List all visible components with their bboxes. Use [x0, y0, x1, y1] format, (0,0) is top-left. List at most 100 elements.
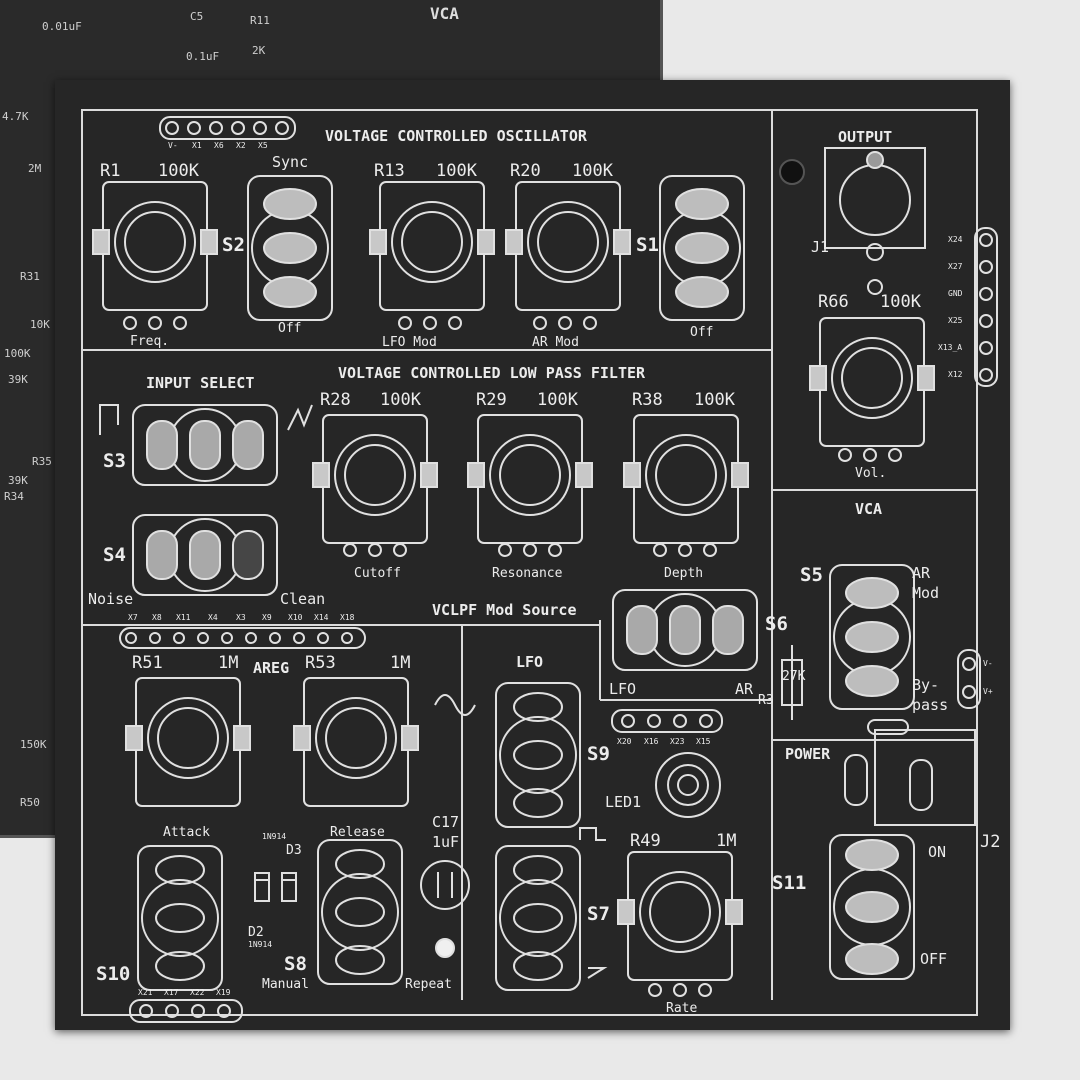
section-title-areg: AREG	[253, 659, 290, 677]
capacitor-c17-ref: C17	[432, 813, 460, 831]
bg-vca-label: VCA	[430, 4, 459, 23]
horizontal-switch-footprints	[132, 404, 758, 671]
header-power	[957, 649, 981, 709]
switch-s5-ref: S5	[800, 564, 823, 586]
bg-label: 10K	[30, 318, 50, 331]
bg-label: R31	[20, 270, 40, 283]
header-vclpf-pin: X4	[208, 613, 218, 622]
header-output-pin: X13_A	[938, 343, 963, 352]
pot-r66	[809, 317, 935, 447]
bg-label: R35	[32, 455, 52, 468]
pot-r29-caption: Resonance	[492, 566, 563, 581]
pot-r29-ref: R29	[476, 390, 507, 410]
pot-r66-caption: Vol.	[855, 466, 887, 481]
header-vco-pin: X1	[192, 141, 202, 150]
mounting-hole	[779, 159, 805, 185]
pot-r1-value: 100K	[158, 161, 199, 181]
pin-headers	[119, 116, 998, 1023]
waveform-icons	[99, 404, 608, 979]
sawtooth-wave-icon	[287, 404, 313, 431]
header-vclpf-pin: X14	[314, 613, 329, 622]
header-vclpf-pin: X8	[152, 613, 162, 622]
switch-s7	[495, 845, 581, 991]
header-vco-pin: X6	[214, 141, 224, 150]
pot-r66-value: 100K	[880, 292, 921, 312]
pot-r49	[617, 851, 743, 981]
switch-s6	[612, 589, 758, 671]
pot-r49-caption: Rate	[666, 1001, 698, 1016]
bg-label: R34	[4, 490, 24, 503]
header-output-pin: X24	[948, 235, 963, 244]
pot-r1-ref: R1	[100, 161, 121, 181]
section-title-mod-source: VCLPF Mod Source	[432, 601, 577, 619]
pot-r28-caption: Cutoff	[354, 566, 401, 581]
header-output-pin: X12	[948, 370, 963, 379]
header-power-pin: V-	[983, 659, 993, 668]
label-power: POWER	[785, 745, 831, 763]
switch-s1	[659, 175, 745, 321]
diode-d2-ref: D2	[248, 925, 264, 940]
pot-r13-ref: R13	[374, 161, 405, 181]
switch-s2	[247, 175, 333, 321]
toggle-switch-footprints	[137, 175, 915, 991]
pot-r38	[623, 414, 749, 544]
led1-ref: LED1	[605, 793, 642, 811]
switch-s2-caption: Off	[278, 321, 302, 336]
header-vco-pin: X5	[258, 141, 268, 150]
switch-s6-left: LFO	[609, 680, 637, 698]
header-vclpf-pin: X9	[262, 613, 272, 622]
switch-s3-ref: S3	[103, 450, 126, 472]
pot-r38-ref: R38	[632, 390, 663, 410]
sine-wave-icon	[434, 694, 476, 716]
bg-label: C5	[190, 10, 204, 23]
resistor-r3-ref: R3	[758, 693, 774, 708]
bg-label: 0.01uF	[42, 20, 82, 33]
switch-s11	[829, 834, 915, 980]
capacitor-c17	[420, 860, 470, 958]
header-lfo-pin: X15	[696, 737, 711, 746]
switch-s6-right: AR	[735, 680, 754, 698]
lfo-square-wave-icon	[579, 827, 606, 841]
section-title-lfo: LFO	[516, 653, 544, 671]
header-lfo	[611, 709, 723, 733]
header-output-pin: GND	[948, 289, 963, 298]
header-areg-pin: X19	[216, 988, 231, 997]
jack-j2-ref: J2	[980, 832, 1001, 852]
pot-r1	[92, 181, 218, 311]
bg-label: 0.1uF	[186, 50, 220, 63]
switch-s5-top: AR	[912, 564, 931, 582]
switch-s7-ref: S7	[587, 903, 610, 925]
header-output-pin: X25	[948, 316, 963, 325]
pot-r20-caption: AR Mod	[532, 335, 579, 350]
bg-label: 100K	[4, 347, 31, 360]
header-vclpf-pin: X18	[340, 613, 355, 622]
section-title-input-select: INPUT SELECT	[146, 374, 255, 392]
header-output-pin: X27	[948, 262, 963, 271]
pot-r53-ref: R53	[305, 653, 336, 673]
pot-r1-caption: Freq.	[130, 334, 170, 349]
jack-j1-ref: J1	[811, 238, 830, 256]
pot-r13-value: 100K	[436, 161, 477, 181]
pot-r13	[369, 181, 495, 311]
pot-r20-ref: R20	[510, 161, 541, 181]
diode-d2-part: 1N914	[248, 940, 273, 949]
pot-r20-value: 100K	[572, 161, 613, 181]
switch-s10-ref: S10	[96, 963, 131, 985]
bg-label: 4.7K	[2, 110, 29, 123]
header-areg-pin: X17	[164, 988, 179, 997]
pot-pins	[123, 316, 902, 997]
pot-r51-ref: R51	[132, 653, 163, 673]
pot-r29	[467, 414, 593, 544]
section-title-output: OUTPUT	[838, 128, 893, 146]
pot-r49-ref: R49	[630, 831, 661, 851]
bg-label: 2K	[252, 44, 266, 57]
switch-s4	[132, 514, 278, 596]
diode-d3-part: 1N914	[262, 832, 287, 841]
diode-d3-ref: D3	[286, 843, 302, 858]
pot-footprints	[92, 181, 935, 981]
pot-r66-ref: R66	[818, 292, 849, 312]
header-output	[974, 227, 998, 387]
pot-r28	[312, 414, 438, 544]
switch-s2-top: Sync	[272, 153, 309, 171]
